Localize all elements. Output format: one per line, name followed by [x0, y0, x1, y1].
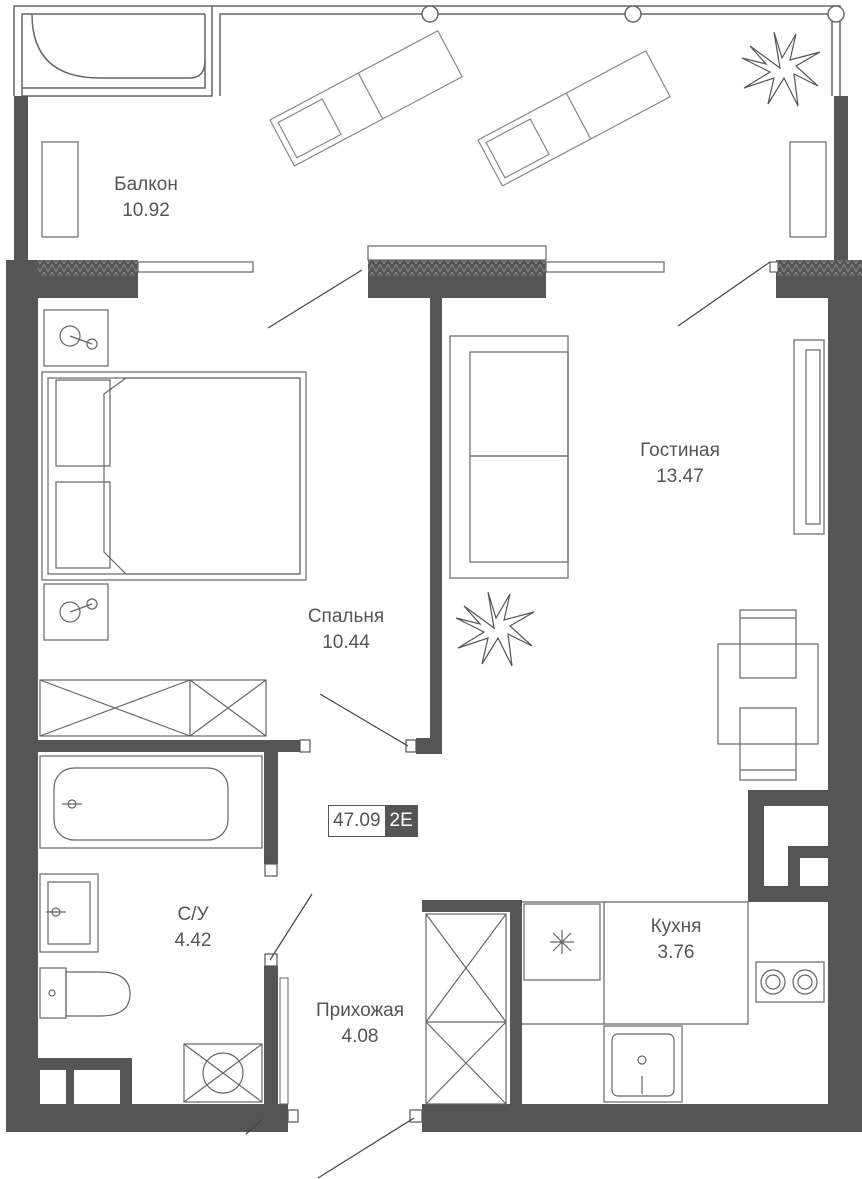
- room-area: 10.92: [122, 200, 170, 221]
- tv-unit: [793, 339, 825, 535]
- exterior-wall-bottom: [6, 1104, 288, 1132]
- sun-lounger: [269, 29, 463, 167]
- ventilation-shaft-inner: [800, 858, 828, 886]
- balcony-cabinet-left: [41, 141, 79, 238]
- apartment-type: 2E: [384, 805, 418, 837]
- door-swing: [317, 1117, 415, 1179]
- room-area: 13.47: [656, 466, 704, 487]
- washing-machine: [183, 1043, 263, 1103]
- room-area: 4.08: [341, 1026, 379, 1047]
- kitchen-sink: [603, 1025, 683, 1103]
- wall-segment: [776, 276, 862, 298]
- room-label-balcony: Балкон 10.92: [96, 172, 196, 224]
- wall-segment: [6, 260, 138, 276]
- room-area: 3.76: [657, 942, 695, 963]
- railing-posts: [421, 5, 845, 23]
- apartment-summary-badge: 47.09 2E: [328, 805, 418, 837]
- door-jamb: [299, 739, 311, 753]
- room-label-bathroom: С/У 4.42: [150, 902, 236, 954]
- door-swing: [319, 693, 409, 747]
- door-swing: [677, 261, 771, 327]
- nightstand: [43, 583, 109, 641]
- balcony-wall-right: [834, 96, 848, 266]
- wardrobe-wall: [510, 912, 522, 1104]
- exterior-wall-left: [6, 260, 38, 1132]
- window: [137, 261, 254, 273]
- bathroom-right-wall: [264, 752, 278, 864]
- wall-segment: [368, 276, 546, 298]
- wall-segment: [776, 260, 862, 276]
- room-name: Кухня: [650, 916, 702, 937]
- entry-door-panel: [279, 977, 289, 1105]
- kitchen-counter: [522, 901, 749, 1025]
- nightstand: [43, 309, 109, 367]
- bathroom-top-wall: [38, 740, 300, 752]
- toilet: [39, 967, 131, 1019]
- door-swing: [269, 893, 313, 961]
- room-area: 10.44: [322, 632, 370, 653]
- bedroom-living-wall: [430, 298, 442, 754]
- balcony-railing: [13, 5, 841, 97]
- door-jamb: [264, 863, 278, 877]
- balcony-wall-left: [14, 96, 28, 266]
- sun-lounger: [477, 49, 671, 187]
- room-label-hallway: Прихожая 4.08: [296, 998, 424, 1050]
- room-area: 4.42: [174, 930, 212, 951]
- room-label-bedroom: Спальня 10.44: [286, 604, 406, 656]
- fridge: [523, 903, 601, 981]
- plant-icon: [741, 31, 821, 107]
- wall-segment: [416, 738, 442, 754]
- balcony-cabinet-right: [789, 141, 827, 238]
- window: [545, 261, 665, 273]
- bed: [41, 371, 307, 581]
- room-name: С/У: [177, 904, 209, 925]
- total-area: 47.09: [328, 805, 385, 837]
- door-swing: [267, 269, 363, 329]
- door-swing: [245, 1119, 263, 1135]
- door-jamb: [264, 953, 278, 967]
- window: [367, 245, 547, 261]
- sofa: [449, 335, 569, 579]
- exterior-wall-bottom: [422, 1104, 862, 1132]
- wall-segment: [6, 276, 138, 298]
- hallway-wardrobe: [425, 913, 507, 1105]
- dining-table: [717, 609, 819, 781]
- window: [769, 261, 779, 273]
- bathroom-sink: [39, 873, 99, 953]
- wardrobe: [39, 679, 267, 737]
- bathtub: [39, 755, 263, 849]
- wardrobe-wall: [422, 900, 522, 912]
- plant-icon: [455, 591, 535, 667]
- exterior-wall-right: [828, 298, 862, 1132]
- room-name: Гостиная: [640, 440, 720, 461]
- door-jamb: [409, 1109, 423, 1123]
- room-name: Спальня: [307, 606, 385, 627]
- door-jamb: [287, 1109, 299, 1123]
- cooktop: [755, 961, 825, 1003]
- room-label-kitchen: Кухня 3.76: [628, 914, 724, 966]
- wall-segment: [368, 260, 546, 276]
- bathroom-cabinet: [38, 1058, 132, 1106]
- room-name: Прихожая: [315, 1000, 405, 1021]
- room-label-living: Гостиная 13.47: [620, 438, 740, 490]
- bathroom-right-wall: [264, 966, 278, 1106]
- room-name: Балкон: [114, 174, 178, 195]
